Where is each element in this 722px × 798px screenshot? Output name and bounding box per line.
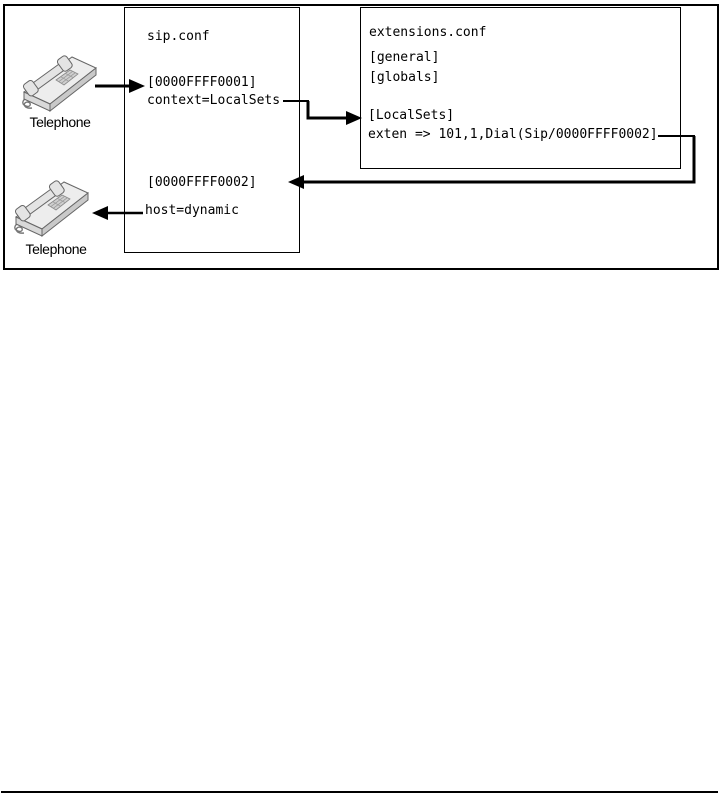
ext-globals-section: [globals]: [369, 70, 440, 85]
keypad: [47, 194, 71, 211]
ext-exten-line: exten => 101,1,Dial(Sip/0000FFFF0002]: [368, 127, 658, 142]
sip-peer1-section: [0000FFFF0001]: [147, 75, 257, 90]
handset: [22, 55, 73, 97]
extensions-conf-title: extensions.conf: [369, 25, 487, 40]
keypad: [55, 69, 79, 86]
handset: [14, 180, 65, 222]
sip-peer2-section: [0000FFFF0002]: [147, 175, 257, 190]
telephone-icon: [14, 180, 89, 238]
telephone-label-top: Telephone: [29, 114, 91, 130]
telephone-label-bottom: Telephone: [25, 241, 87, 257]
sip-peer2-host: host=dynamic: [145, 203, 239, 218]
ext-general-section: [general]: [369, 50, 440, 65]
sip-conf-title: sip.conf: [147, 29, 210, 44]
telephone-icon: [22, 55, 97, 113]
ext-localsets-section: [LocalSets]: [368, 108, 455, 123]
sip-peer1-context: context=LocalSets: [147, 93, 281, 108]
sip-conf-box: [124, 7, 300, 253]
page-bottom-rule: [1, 791, 718, 793]
